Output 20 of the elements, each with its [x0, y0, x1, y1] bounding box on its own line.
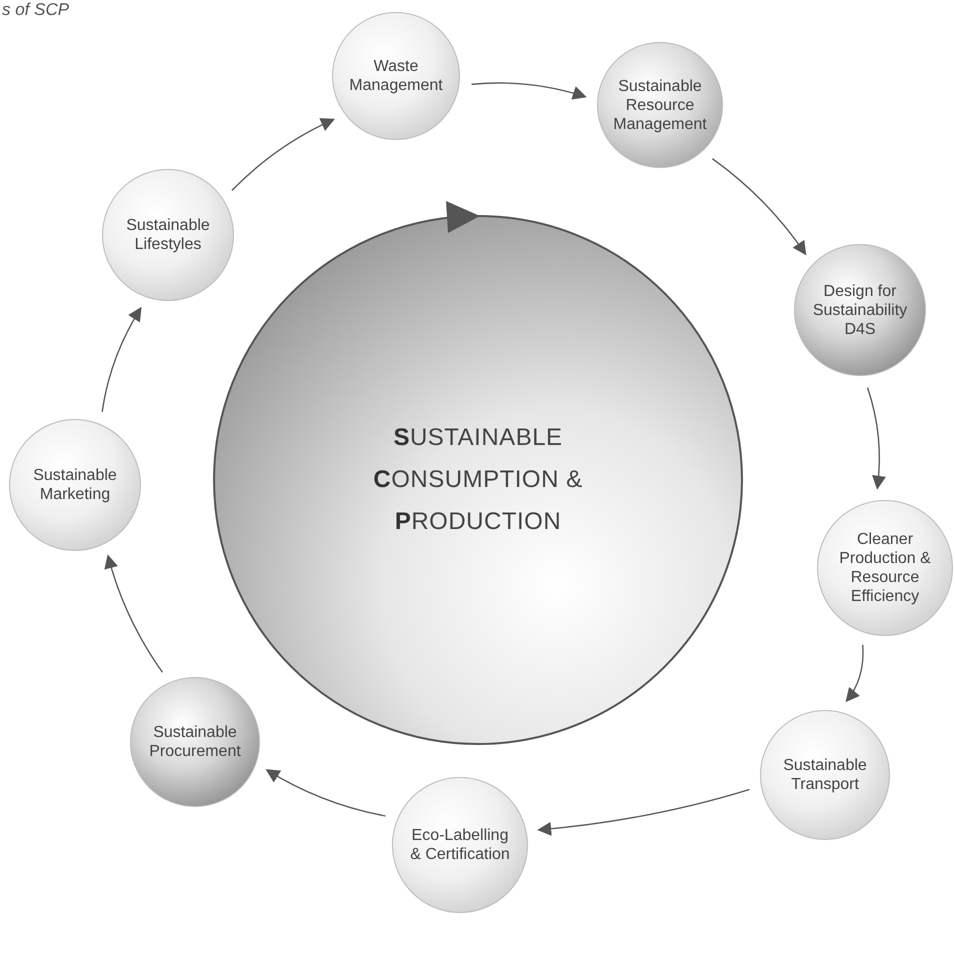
arrow — [266, 769, 386, 817]
arrow — [232, 118, 335, 191]
node-label: Design for Sustainability D4S — [812, 282, 908, 338]
node-label: Sustainable Resource Management — [612, 76, 708, 134]
arrow — [104, 554, 163, 673]
node-label: SUSTAINABLE CONSUMPTION & PRODUCTION — [372, 423, 584, 537]
arrow — [846, 644, 864, 702]
node-label: Waste Management — [348, 57, 444, 95]
arrow — [472, 82, 587, 100]
node-label: Sustainable Lifestyles — [125, 216, 211, 254]
arrow — [866, 387, 886, 490]
node-label: Sustainable Transport — [782, 756, 868, 794]
arrow — [537, 788, 750, 836]
node-label: Sustainable Marketing — [32, 466, 118, 504]
node-label: Cleaner Production & Resource Efficiency — [838, 530, 932, 606]
arrow — [712, 158, 806, 256]
node-label: Sustainable Procurement — [148, 723, 242, 761]
title-fragment: s of SCP — [2, 0, 70, 20]
node-label: Eco-Labelling & Certification — [409, 826, 511, 864]
arrow — [102, 306, 142, 412]
